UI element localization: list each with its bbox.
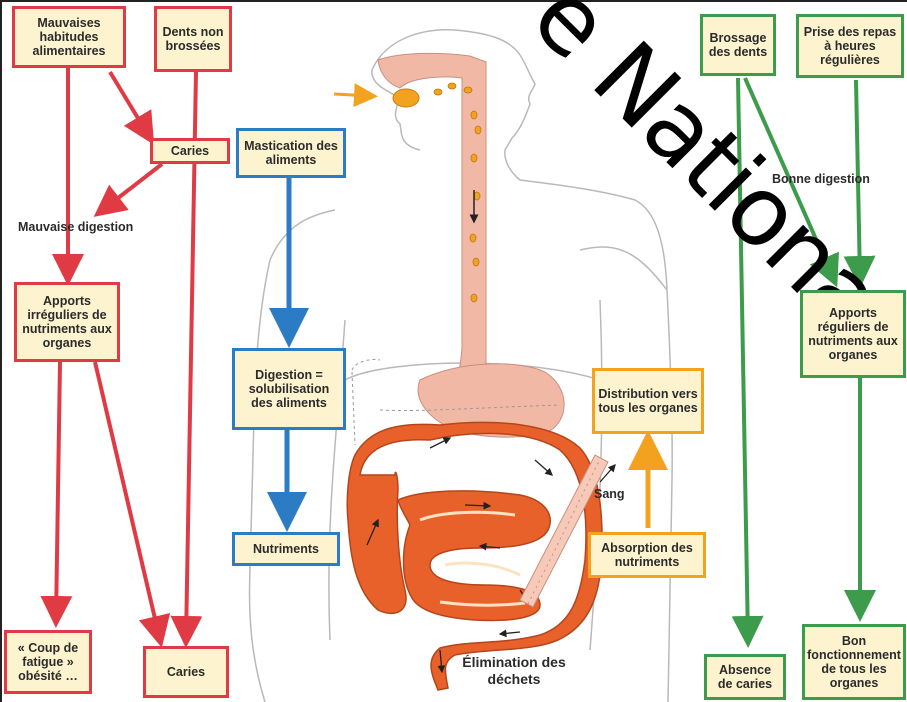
no-caries-box: Absence de caries: [704, 654, 786, 700]
nutriments-box: Nutriments: [232, 532, 340, 566]
esophagus: [378, 53, 486, 395]
absorption-box: Absorption des nutriments: [588, 532, 706, 578]
mastication-box: Mastication des aliments: [236, 128, 346, 178]
digestion-box: Digestion = solubilisation des aliments: [232, 348, 346, 430]
regular-intake-box: Apports réguliers de nutriments aux orga…: [800, 290, 906, 378]
fatigue-obesity-box: « Coup de fatigue » obésité …: [4, 630, 92, 694]
bad-digestion-label: Mauvaise digestion: [18, 220, 133, 235]
irregular-intake-box: Apports irréguliers de nutriments aux or…: [14, 282, 120, 362]
caries-top-box: Caries: [150, 138, 230, 164]
distribution-box: Distribution vers tous les organes: [592, 368, 704, 434]
good-functioning-box: Bon fonctionnement de tous les organes: [802, 624, 906, 700]
blood-label: Sang: [594, 487, 625, 502]
food-input-arrow: [334, 94, 372, 96]
unbrushed-teeth-box: Dents non brossées: [154, 6, 232, 72]
regular-meals-box: Prise des repas à heures régulières: [796, 14, 904, 78]
waste-elimination-label: Élimination des déchets: [462, 654, 566, 688]
caries-bottom-box: Caries: [143, 646, 229, 698]
intestines: [347, 422, 602, 690]
good-digestion-label: Bonne digestion: [772, 172, 870, 187]
tooth-brushing-box: Brossage des dents: [700, 14, 776, 76]
bad-habits-box: Mauvaises habitudes alimentaires: [12, 6, 126, 68]
